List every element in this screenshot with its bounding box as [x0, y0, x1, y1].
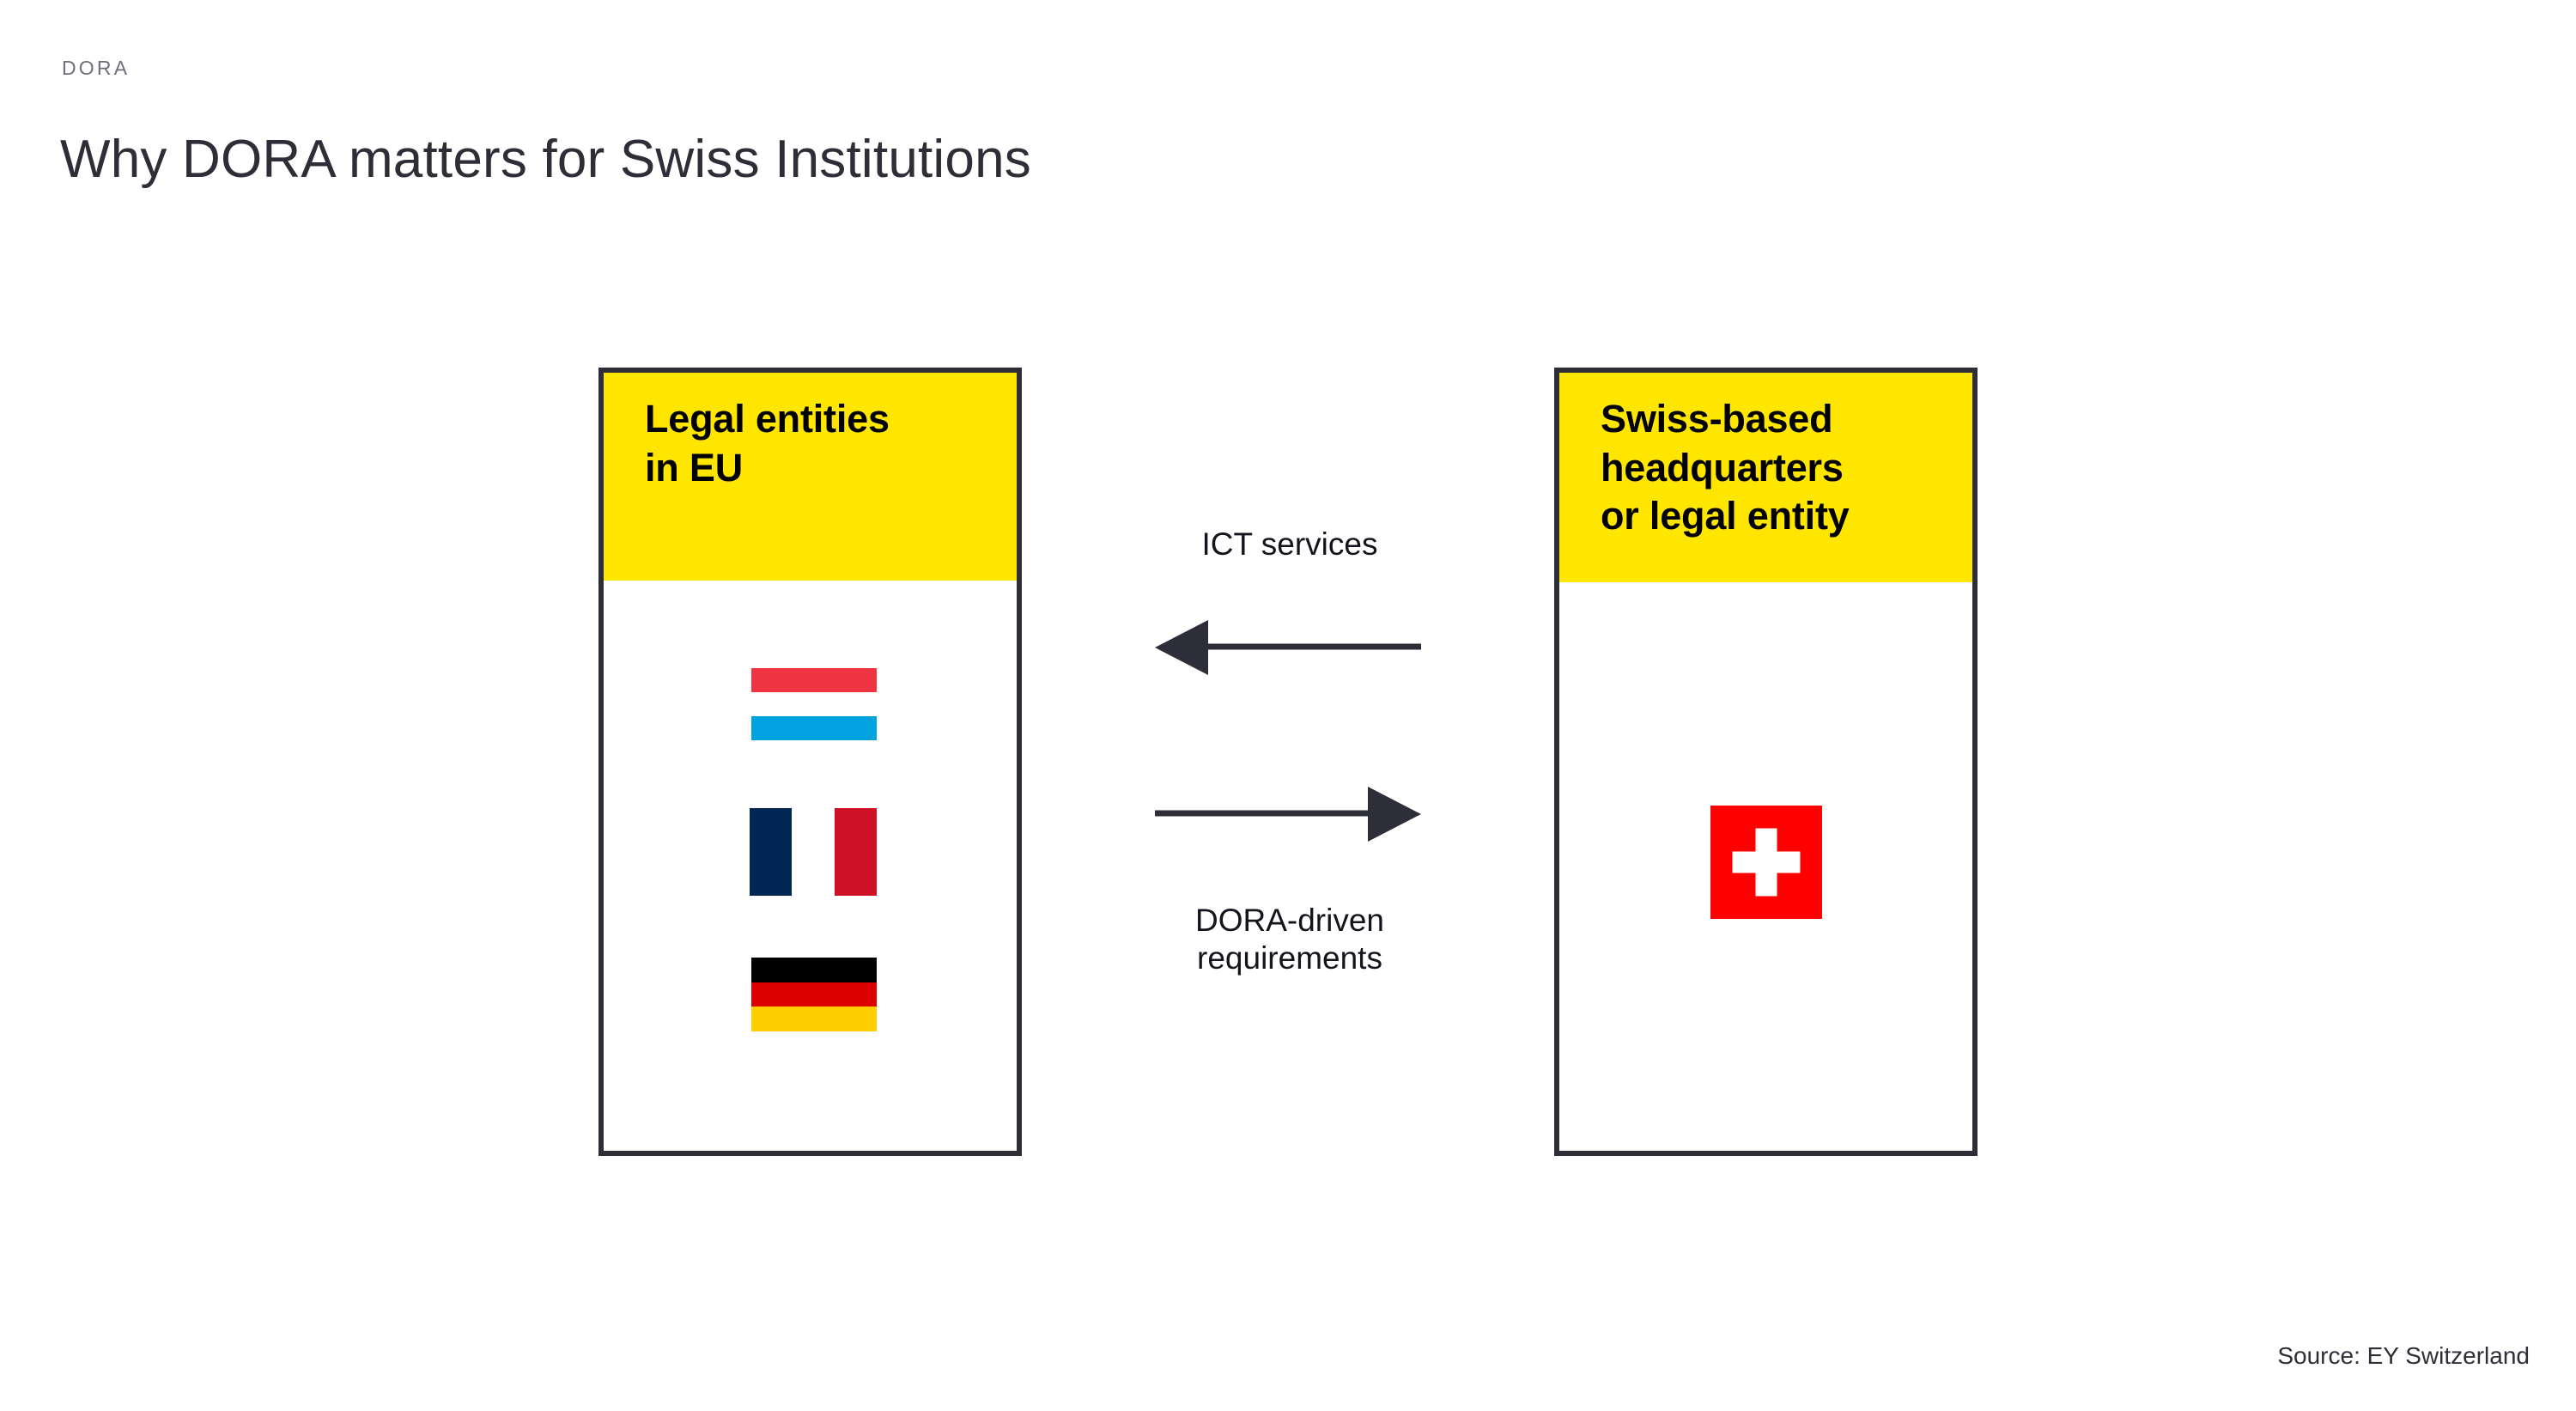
entity-box-switzerland: Swiss-based headquarters or legal entity	[1554, 368, 1978, 1156]
germany-flag-icon	[751, 958, 877, 1031]
arrow-left-icon	[1155, 613, 1421, 682]
entity-box-eu-header: Legal entities in EU	[604, 373, 1017, 581]
entity-box-eu: Legal entities in EU	[598, 368, 1022, 1156]
arrow-right-icon	[1155, 780, 1421, 848]
flow-label-ict-services: ICT services	[1201, 526, 1378, 562]
eyebrow-label: DORA	[62, 57, 131, 79]
entity-box-eu-title: Legal entities in EU	[645, 397, 890, 490]
source-attribution: Source: EY Switzerland	[2277, 1342, 2530, 1369]
page-title: Why DORA matters for Swiss Institutions	[60, 129, 1031, 189]
france-flag-icon	[750, 808, 877, 896]
entity-box-switzerland-header: Swiss-based headquarters or legal entity	[1559, 373, 1972, 582]
switzerland-flag-icon	[1710, 806, 1822, 919]
entity-box-switzerland-title: Swiss-based headquarters or legal entity	[1601, 397, 1850, 538]
flow-label-dora-requirements: DORA-driven requirements	[1195, 903, 1384, 976]
luxembourg-flag-icon	[751, 668, 877, 740]
